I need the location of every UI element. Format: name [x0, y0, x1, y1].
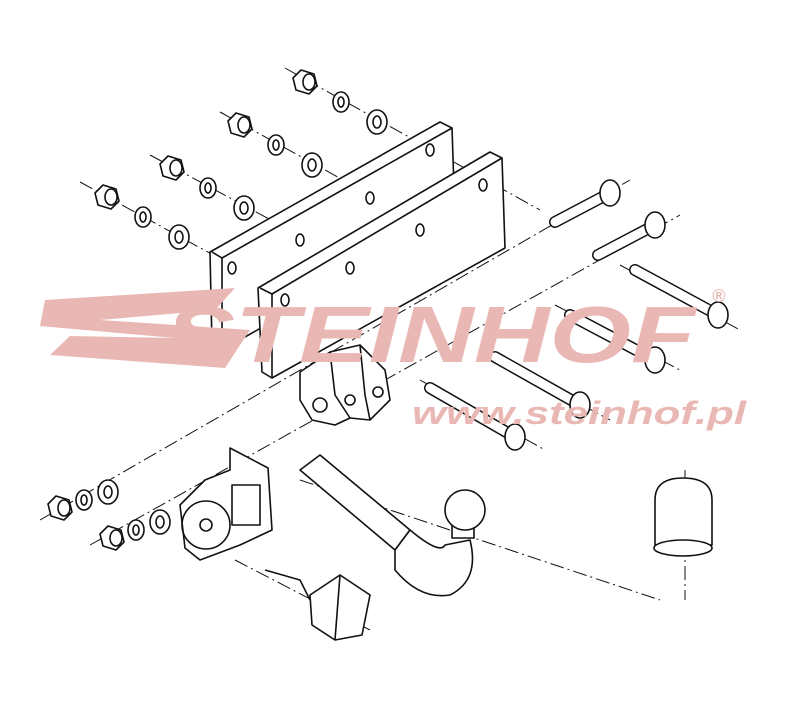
- steinhof-logo-swoosh: [40, 288, 250, 368]
- washer: [233, 195, 255, 221]
- bolts: [424, 179, 729, 451]
- bolt-shank-fill: [425, 383, 520, 442]
- washer: [97, 479, 119, 505]
- washer-hole: [139, 211, 147, 223]
- nut-hole: [57, 499, 71, 517]
- nut-hole: [169, 159, 183, 177]
- bolt-head: [644, 211, 666, 239]
- washer-hole: [103, 485, 113, 499]
- website-url: www.steinhof.pl: [412, 395, 748, 431]
- washer-hole: [204, 182, 212, 194]
- washer: [366, 109, 388, 135]
- nut-hole: [109, 529, 123, 547]
- brand-name: STEINHOF: [165, 290, 698, 379]
- washer: [301, 152, 323, 178]
- electrical-socket: [264, 569, 371, 641]
- washer: [75, 489, 93, 511]
- tow-bar-bracket: [299, 344, 391, 426]
- washer: [149, 509, 171, 535]
- bolt-shank-fill: [490, 352, 585, 410]
- washer-hole: [239, 201, 249, 215]
- nuts-and-washers: [47, 69, 388, 551]
- washer-hole: [307, 158, 317, 172]
- steinhof-watermark: STEINHOF ® www.steinhof.pl: [40, 286, 748, 431]
- ball-neck: [299, 454, 486, 597]
- washer-hole: [174, 230, 184, 244]
- ball-cap: [653, 477, 713, 557]
- washer: [127, 519, 145, 541]
- washer-hole: [337, 96, 345, 108]
- bolt-head: [504, 423, 526, 451]
- nut-hole: [237, 116, 251, 134]
- washer-hole: [132, 524, 140, 536]
- bolt-head: [599, 179, 621, 207]
- bolt-head: [707, 301, 729, 329]
- bolt-head: [644, 346, 666, 374]
- washer: [332, 91, 350, 113]
- washer-hole: [155, 515, 165, 529]
- nut-hole: [302, 73, 316, 91]
- washer: [199, 177, 217, 199]
- washer-hole: [80, 494, 88, 506]
- registered-mark: ®: [712, 286, 726, 306]
- washer: [168, 224, 190, 250]
- washer-hole: [372, 115, 382, 129]
- nut-hole: [104, 188, 118, 206]
- bolt-shank-fill: [630, 265, 723, 320]
- socket-plate: [179, 447, 273, 561]
- washer: [134, 206, 152, 228]
- washer-hole: [272, 139, 280, 151]
- mounting-plate-front: [257, 151, 506, 379]
- bolt-head: [569, 391, 591, 419]
- bolt-shank-fill: [565, 310, 660, 365]
- washer: [267, 134, 285, 156]
